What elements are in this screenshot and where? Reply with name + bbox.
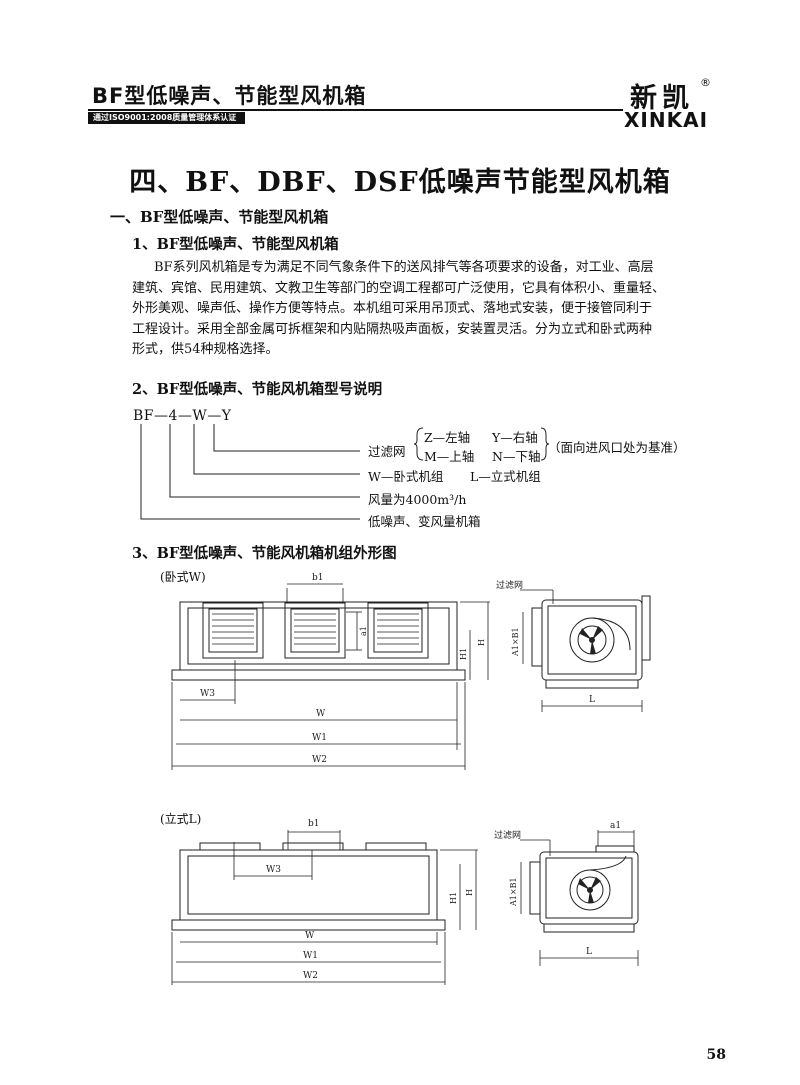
label-type-w: W—卧式机组 xyxy=(368,469,444,484)
label-axis-n: N—下轴 xyxy=(492,449,541,464)
subsection-heading-3: 3、BF型低噪声、节能风机箱机组外形图 xyxy=(132,545,397,562)
dim-label-h: H xyxy=(465,889,474,896)
label-airflow: 风量为4000m³/h xyxy=(368,492,467,507)
label-axis-note: （面向进风口处为基准） xyxy=(548,440,686,455)
label-axis-m: M—上轴 xyxy=(424,449,475,464)
label-filter: 过滤网 xyxy=(368,444,406,459)
dim-label-filter: 过滤网 xyxy=(496,579,523,591)
outlet-1 xyxy=(199,842,261,851)
header-title: BF型低噪声、节能型风机箱 xyxy=(92,84,367,108)
paragraph-line: 工程设计。采用全部金属可拆框架和内贴隔热吸声面板，安装置灵活。分为立式和卧式两种 xyxy=(132,321,653,337)
page-title: 四、BF、DBF、DSF低噪声节能型风机箱 xyxy=(129,167,671,198)
model-code: BF—4—W—Y xyxy=(133,408,232,424)
label-axis-y: Y—右轴 xyxy=(492,430,538,445)
subsection-heading-1: 1、BF型低噪声、节能型风机箱 xyxy=(132,236,339,253)
model-code-leader-lines xyxy=(140,424,360,520)
horizontal-unit-base xyxy=(171,669,466,681)
dim-label-w1: W1 xyxy=(312,733,327,743)
dim-label-a1b1: A1×B1 xyxy=(511,627,520,657)
paragraph-line: BF系列风机箱是专为满足不同气象条件下的送风排气等各项要求的设备，对工业、高层 xyxy=(154,260,654,275)
page-number: 58 xyxy=(706,1047,726,1063)
dim-label-w: W xyxy=(316,709,326,719)
label-axis-z: Z—左轴 xyxy=(424,430,471,445)
outlet-2 xyxy=(282,842,344,851)
dim-label-h1: H1 xyxy=(459,648,468,660)
horizontal-unit-body xyxy=(179,601,458,671)
caption-vertical: (立式L) xyxy=(160,812,202,826)
dim-label-w: W xyxy=(305,931,315,941)
paragraph-line: 形式，供54种规格选择。 xyxy=(132,342,279,357)
outlet-2 xyxy=(284,602,346,659)
dim-label-w3: W3 xyxy=(266,865,281,875)
brace-icon xyxy=(540,427,550,461)
dim-label-w2: W2 xyxy=(303,971,318,981)
caption-horizontal: (卧式W) xyxy=(160,570,206,584)
vertical-unit-base xyxy=(171,919,446,931)
vertical-unit-body xyxy=(179,849,438,921)
certification-banner: 通过ISO9001:2008质量管理体系认证 xyxy=(88,112,245,124)
dim-label-l: L xyxy=(589,695,595,705)
outlet-3 xyxy=(365,842,427,851)
dim-label-h: H xyxy=(477,639,486,646)
registered-mark: ® xyxy=(700,76,711,89)
brand-logo-en: XINKAI xyxy=(624,108,709,132)
outlet-3 xyxy=(367,602,429,659)
description-paragraph: BF系列风机箱是专为满足不同气象条件下的送风排气等各项要求的设备，对工业、高层 … xyxy=(132,258,692,361)
dim-label-b1: b1 xyxy=(308,819,320,829)
brace-icon xyxy=(413,427,424,461)
dim-label-h1: H1 xyxy=(449,892,458,904)
header-divider xyxy=(88,109,623,111)
subsection-heading-2: 2、BF型低噪声、节能风机箱型号说明 xyxy=(132,381,383,398)
dim-label-w1: W1 xyxy=(303,951,318,961)
dim-label-b1: b1 xyxy=(312,573,324,583)
dim-label-a1: a1 xyxy=(359,626,368,636)
dim-label-l: L xyxy=(586,947,592,957)
dim-label-a1b1: A1×B1 xyxy=(509,877,518,907)
dim-label-w3: W3 xyxy=(200,689,215,699)
dim-label-filter: 过滤网 xyxy=(494,829,521,841)
outlet-1 xyxy=(202,602,264,659)
label-description: 低噪声、变风量机箱 xyxy=(368,514,481,529)
dim-label-a1: a1 xyxy=(610,821,621,831)
paragraph-line: 建筑、宾馆、民用建筑、文教卫生等部门的空调工程都可广泛使用，它具有体积小、重量轻… xyxy=(132,280,666,296)
label-type-l: L—立式机组 xyxy=(470,469,541,484)
dim-label-w2: W2 xyxy=(312,755,327,765)
paragraph-line: 外形美观、噪声低、操作方便等特点。本机组可采用吊顶式、落地式安装，便于接管同利于 xyxy=(132,301,653,316)
section-heading: 一、BF型低噪声、节能型风机箱 xyxy=(110,208,329,226)
brand-logo-cn: 新凯 xyxy=(630,83,694,114)
